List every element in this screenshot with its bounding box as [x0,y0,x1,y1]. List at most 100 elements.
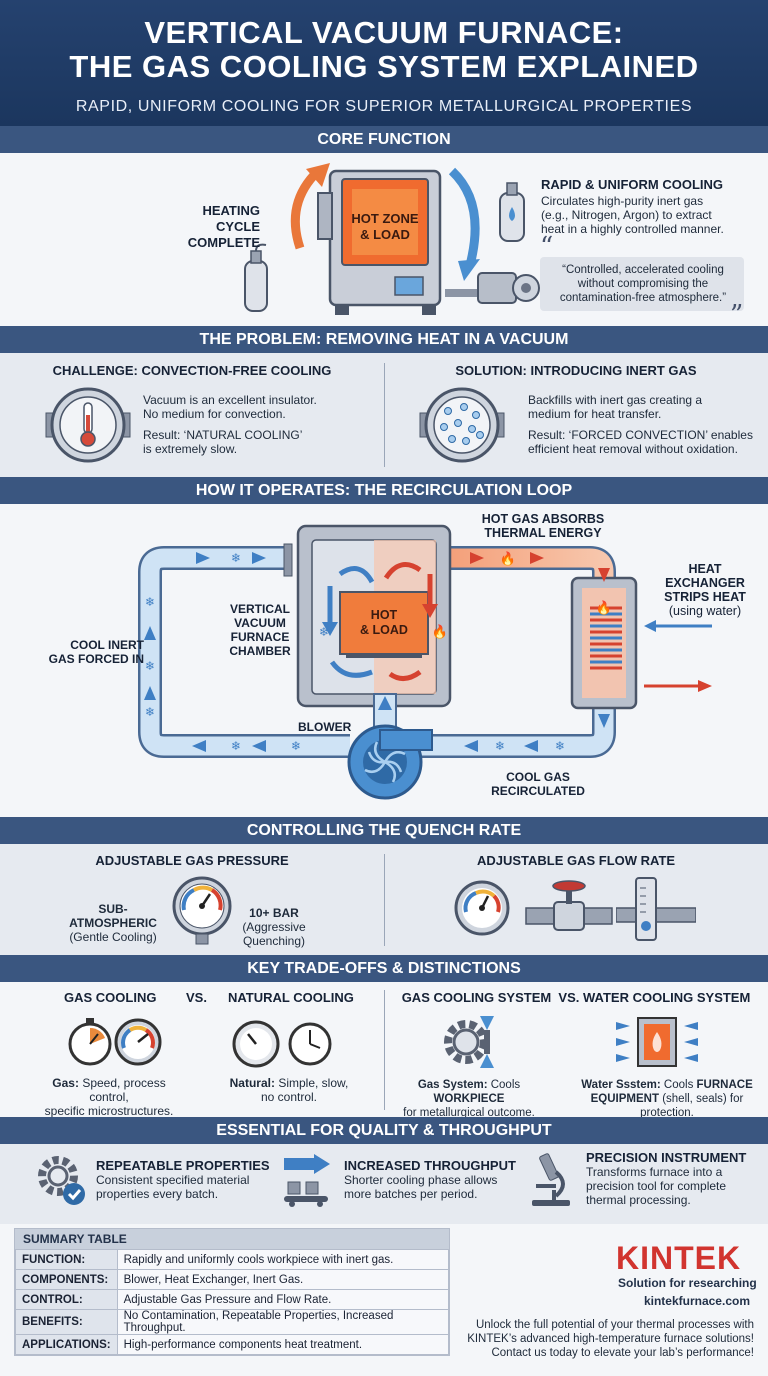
quench-bar: CONTROLLING THE QUENCH RATE [0,817,768,844]
ws-furnace: FURNACE [696,1079,753,1091]
gas-cooling-label: GAS COOLING [64,990,157,1005]
quote-box [540,257,744,311]
throughput-text-1: Shorter cooling phase allows [344,1173,498,1187]
natural-cooling-label: NATURAL COOLING [228,990,354,1005]
loop-panel: ❄❄❄ ❄❄❄ ❄❄❄ 🔥🔥🔥 HOT GAS ABSORBS THERMAL … [0,504,768,817]
gas-vs-water-title: GAS COOLING SYSTEM VS. WATER COOLING SYS… [401,990,751,1005]
valve-icon [525,880,613,931]
subtitle: RAPID, UNIFORM COOLING FOR SUPERIOR META… [75,98,693,115]
hot-load-label-1: HOT [370,608,398,622]
tradeoffs-panel: GAS COOLING VS. NATURAL COOLING [0,982,768,1119]
summary-panel: SUMMARY TABLE FUNCTION:Rapidly and unifo… [0,1224,768,1376]
hx-label-4: (using water) [668,604,742,618]
svg-text:❄: ❄ [231,739,241,753]
gas-desc-2: specific microstructures. [44,1104,174,1118]
repeatable-text-2: properties every batch. [96,1187,219,1201]
title-line-1: VERTICAL VACUUM FURNACE: [144,15,624,50]
recirc-label-1: COOL GAS [506,770,570,784]
heating-arrow [290,167,322,250]
hot-gas-label-1: HOT GAS ABSORBS [481,512,605,526]
core-illustration: “ ” [244,163,744,326]
gas-desc-1: Speed, process control, [78,1076,166,1104]
pressure-gauge-icon [172,876,232,945]
svg-text:❄: ❄ [555,739,565,753]
svg-text:🔥: 🔥 [596,600,612,616]
quote-line-3: contamination-free atmosphere.” [559,292,727,304]
repeatable-text-1: Consistent specified material [96,1173,250,1187]
heating-label-1: HEATING CYCLE [202,203,260,234]
ws-2: (shell, seals) for [659,1093,744,1105]
table-row: FUNCTION:Rapidly and uniformly cools wor… [15,1249,450,1270]
core-function-panel: “ ” HEATING CYCLE COMPLETE HOT ZONE & LO… [0,153,768,326]
bar10-label-1: 10+ BAR [249,906,299,920]
hot-zone-label-2: & LOAD [360,227,410,242]
loop-bar: HOW IT OPERATES: THE RECIRCULATION LOOP [0,477,768,504]
nat-desc-1: Simple, slow, [274,1076,349,1090]
brand-url-link[interactable]: kintekfurnace.com [643,1294,750,1308]
svg-text:🔥: 🔥 [500,551,516,567]
furnace-icon [317,169,442,315]
svg-text:❄: ❄ [145,595,155,609]
recirculation-diagram: ❄❄❄ ❄❄❄ ❄❄❄ 🔥🔥🔥 [138,524,712,800]
bar10-label-3: Quenching) [242,934,306,948]
thermometer-chamber-icon [45,387,131,463]
solution-result-1: Result: ‘FORCED CONVECTION’ enables [528,428,753,442]
hot-zone-label-1: HOT ZONE [351,211,419,226]
rapid-text-3: heat in a highly controlled manner. [541,222,724,236]
gs-1: Cools [487,1079,521,1091]
blower-label: BLOWER [298,720,352,734]
clock-icon [288,1022,332,1066]
svg-text:❄: ❄ [145,659,155,673]
hot-load-label-2: & LOAD [360,623,408,637]
gas-molecules-chamber-icon [419,387,505,463]
cool-in-label-1: COOL INERT [70,638,144,652]
bar10-label-2: (Aggressive [242,920,306,934]
speed-gauge-icon [114,1018,162,1066]
chamber-label-4: CHAMBER [229,644,291,658]
chamber-label-3: FURNACE [230,630,290,644]
ws-1: Cools [660,1079,697,1091]
solution-text-2: medium for heat transfer. [528,407,662,421]
tradeoff-gauges [68,1018,332,1068]
quote-line-2: without compromising the [577,278,709,290]
gear-check-icon [38,1156,85,1205]
ws-3: protection. [640,1107,694,1119]
svg-text:❄: ❄ [231,551,241,565]
flow-title: ADJUSTABLE GAS FLOW RATE [476,853,676,868]
cta-line-2: KINTEK’s advanced high-temperature furna… [467,1333,754,1345]
gs-bold: Gas System: [417,1079,488,1091]
svg-text:“: “ [540,232,553,262]
table-row: APPLICATIONS:High-performance components… [15,1334,450,1355]
heating-label-2: COMPLETE [187,235,260,250]
svg-text:”: ” [730,300,743,326]
svg-text:❄: ❄ [291,739,301,753]
essential-bar: ESSENTIAL FOR QUALITY & THROUGHPUT [0,1117,768,1144]
quench-panel: ADJUSTABLE GAS PRESSURE SUB- ATMOSPHERIC… [0,844,768,955]
summary-title: SUMMARY TABLE [15,1229,449,1249]
brand-tagline: Solution for researching [618,1276,757,1290]
svg-text:❄: ❄ [495,739,505,753]
vs-label: VS. [186,990,207,1005]
challenge-title: CHALLENGE: CONVECTION-FREE COOLING [52,363,332,378]
throughput-text-2: more batches per period. [344,1187,478,1201]
svg-text:❄: ❄ [319,625,329,639]
core-function-bar: CORE FUNCTION [0,126,768,153]
tradeoffs-bar: KEY TRADE-OFFS & DISTINCTIONS [0,955,768,982]
summary-table: SUMMARY TABLE FUNCTION:Rapidly and unifo… [14,1228,450,1356]
table-row: CONTROL:Adjustable Gas Pressure and Flow… [15,1289,450,1310]
slow-gauge-icon [232,1020,280,1068]
problem-panel: CHALLENGE: CONVECTION-FREE COOLING Vacuu… [0,353,768,477]
challenge-result-1: Result: ‘NATURAL COOLING’ [143,428,303,442]
cta-line-3: Contact us today to elevate your lab’s p… [491,1347,754,1359]
hx-label-2: EXCHANGER [665,576,745,590]
precision-text-3: thermal processing. [586,1193,691,1207]
heat-exchanger-icon [570,576,638,710]
challenge-text-1: Vacuum is an excellent insulator. [143,393,317,407]
rapid-title: RAPID & UNIFORM COOLING [541,177,723,192]
throughput-title: INCREASED THROUGHPUT [344,1158,516,1173]
gs-workpiece: WORKPIECE [433,1093,505,1105]
solution-result-2: efficient heat removal without oxidation… [528,442,738,456]
precision-title: PRECISION INSTRUMENT [586,1150,747,1165]
gas-cylinder-right-icon [499,182,525,242]
chamber-label-1: VERTICAL [230,602,290,616]
